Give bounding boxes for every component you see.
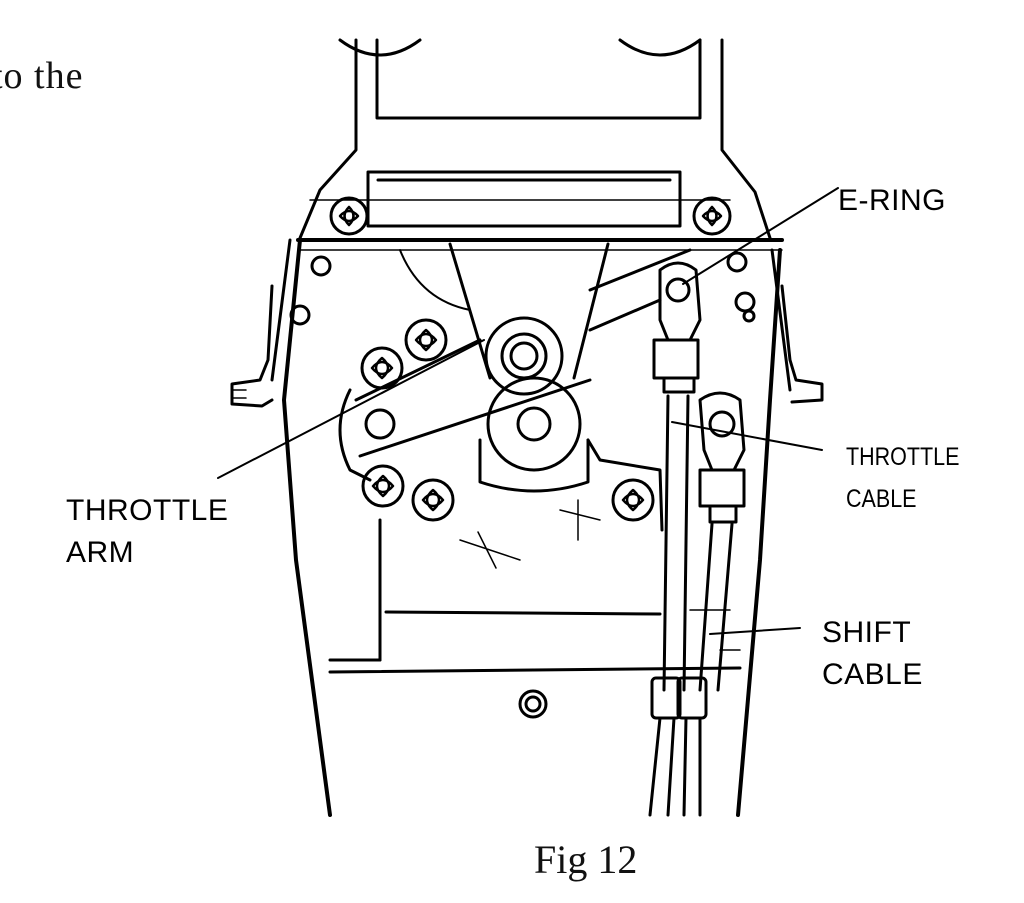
top-left-screw <box>329 196 369 236</box>
label-shift-cable-line2: CABLE <box>822 658 923 691</box>
label-throttle-cable-line2: CABLE <box>846 485 917 513</box>
shift-cable-end <box>698 391 746 692</box>
right-upper-hole <box>726 251 748 273</box>
housing-walls <box>230 238 824 817</box>
throttle-arm <box>338 248 692 482</box>
label-throttle-arm-line1: THROTTLE <box>66 494 229 527</box>
top-right-screw <box>692 196 732 236</box>
left-lower-hole <box>289 304 311 326</box>
screw-lower-left <box>361 464 405 508</box>
screw-left-arm <box>360 346 404 390</box>
label-shift-cable-line1: SHIFT <box>822 616 912 649</box>
screw-lower-middle <box>411 478 455 522</box>
upper-housing <box>296 38 784 251</box>
screw-lower-right <box>611 478 655 522</box>
label-throttle-arm-line2: ARM <box>66 536 135 569</box>
right-lower-hole <box>742 309 756 323</box>
shift-cable-leader <box>709 627 801 635</box>
screw-upper-arm <box>404 318 448 362</box>
body-text-fragment: to the <box>0 55 84 97</box>
label-throttle-cable-line1: THROTTLE <box>846 443 960 471</box>
leader-lines <box>217 187 839 635</box>
throttle-cable-leader <box>671 421 823 451</box>
pivot-boss <box>478 316 590 493</box>
label-e-ring: E-RING <box>838 184 946 217</box>
lower-body <box>328 438 742 674</box>
e-ring-leader <box>682 187 839 285</box>
figure-caption: Fig 12 <box>534 837 638 882</box>
center-column <box>399 242 610 380</box>
bottom-screw <box>518 689 548 719</box>
cable-boots <box>648 676 708 817</box>
throttle-arm-leader <box>217 339 485 479</box>
right-middle-hole <box>734 291 756 313</box>
throttle-cable-end <box>652 261 702 692</box>
left-upper-hole <box>310 255 332 277</box>
